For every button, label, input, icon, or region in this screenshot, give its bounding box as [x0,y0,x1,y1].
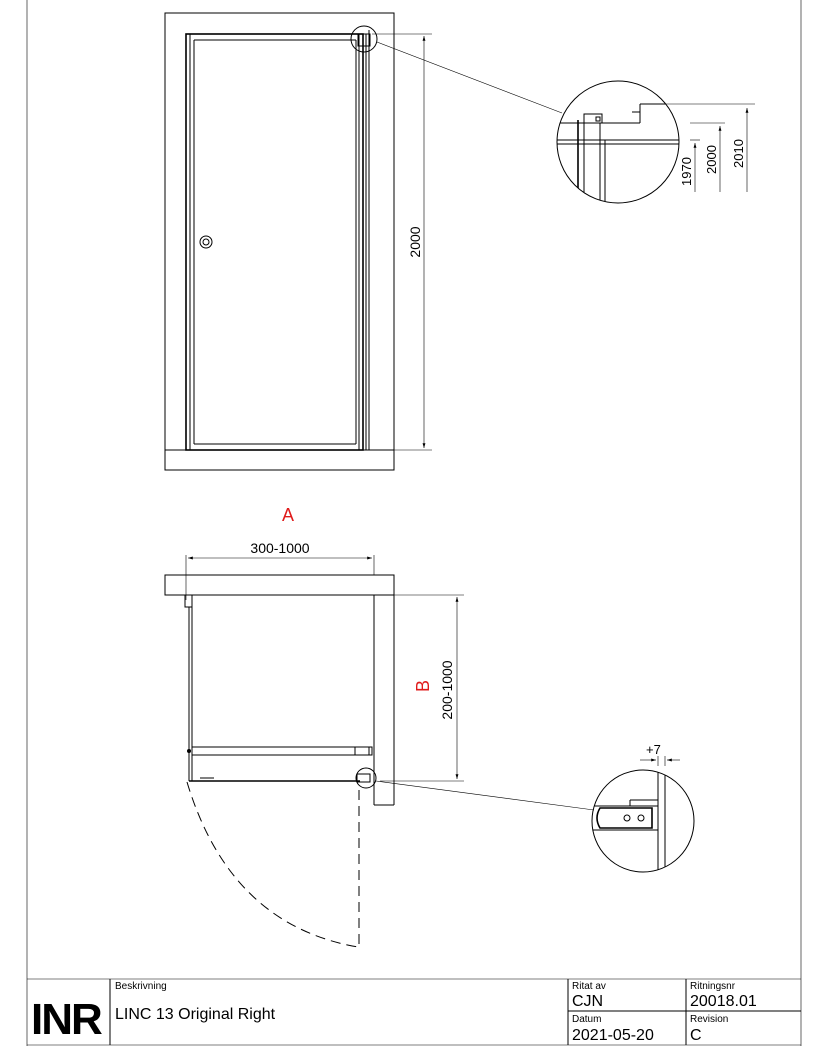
date-label: Datum [572,1014,601,1025]
dim-detail-2000: 2000 [704,145,719,174]
dim-depth-range: 200-1000 [439,660,455,719]
description-value: LINC 13 Original Right [115,1006,276,1023]
door-handle-icon [199,235,213,249]
bottom-detail-view: +7 [591,742,695,873]
detail-callout-bottom [355,767,377,789]
dim-height-main: 2000 [407,226,423,257]
description-label: Beskrivning [115,981,167,992]
view-label-a: A [282,505,294,525]
dim-width-range: 300-1000 [250,540,309,556]
revision-value: C [690,1027,702,1044]
door-panel [185,33,364,451]
door-swing-arc [186,781,359,948]
dim-detail-2010: 2010 [731,139,746,168]
wall-outline [164,12,395,471]
drawing-number-label: Ritningsnr [690,981,736,992]
drawn-by-value: CJN [572,993,603,1010]
view-label-b: B [413,680,433,692]
dim-offset: +7 [646,742,661,757]
date-value: 2021-05-20 [572,1027,654,1044]
drawn-by-label: Ritat av [572,981,606,992]
revision-label: Revision [690,1014,728,1025]
title-block [109,979,801,1045]
plan-view: 300-1000 200-1000 [164,540,595,948]
detail-callout-top [350,25,378,53]
drawing-number-value: 20018.01 [690,993,757,1010]
company-logo: INR [31,995,102,1044]
top-detail-view: 1970 2000 2010 [556,80,755,204]
front-view: 2000 [164,12,563,471]
back-wall [164,574,395,596]
sheet-border [26,0,802,1046]
dim-detail-1970: 1970 [679,157,694,186]
